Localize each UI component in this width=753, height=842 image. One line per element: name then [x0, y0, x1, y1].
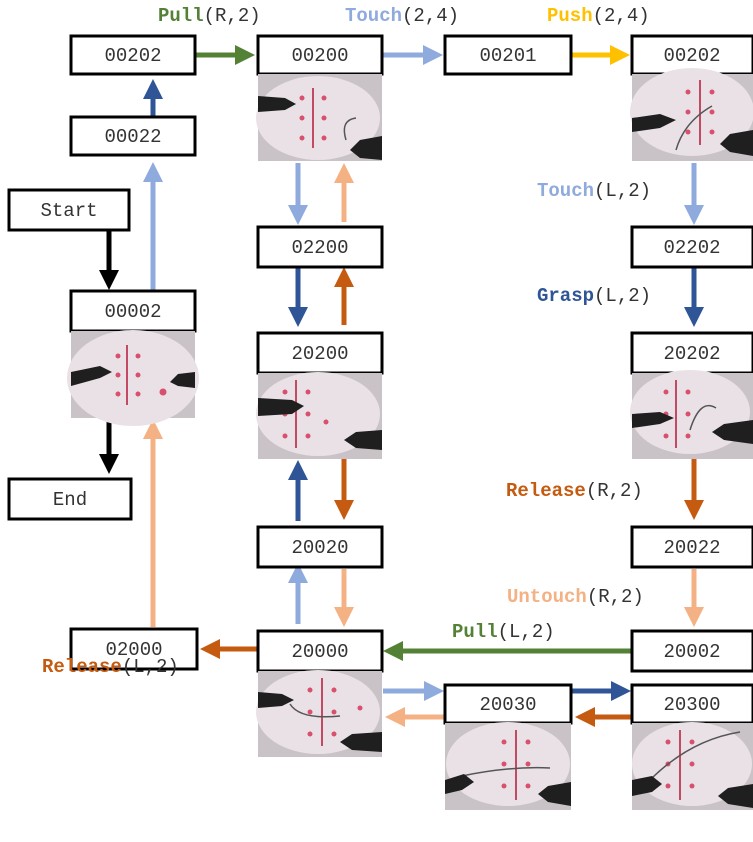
- state-02000-label: 02000: [105, 639, 162, 661]
- action-label-pull-l2: Pull(L,2): [452, 621, 555, 643]
- state-00022: 00022: [69, 115, 197, 157]
- state-02202-label: 02202: [663, 237, 720, 259]
- state-20200: 20200: [256, 331, 384, 375]
- state-00002: 00002: [69, 289, 197, 333]
- photo-20200: [256, 372, 382, 459]
- state-20000: 20000: [256, 629, 384, 673]
- state-00201-label: 00201: [479, 45, 536, 67]
- photo-00200: [256, 74, 382, 161]
- state-20202-label: 20202: [663, 343, 720, 365]
- action-label-untouch-r2: Untouch(R,2): [507, 586, 644, 608]
- state-20002-label: 20002: [663, 641, 720, 663]
- action-label-touch-24: Touch(2,4): [345, 5, 459, 27]
- action-label-release-l2: Release(L,2): [42, 656, 179, 678]
- state-00200: 00200: [256, 34, 384, 76]
- action-label-push-24: Push(2,4): [547, 5, 650, 27]
- state-20200-label: 20200: [291, 343, 348, 365]
- state-20030: 20030: [443, 683, 573, 725]
- state-02202: 02202: [630, 225, 753, 269]
- state-20022-label: 20022: [663, 537, 720, 559]
- state-start: Start: [7, 188, 131, 232]
- state-00002-label: 00002: [104, 301, 161, 323]
- photo-00002: [67, 330, 199, 426]
- action-label-release-r2: Release(R,2): [506, 480, 643, 502]
- state-20002: 20002: [630, 629, 753, 673]
- action-label-pull-r2: Pull(R,2): [158, 5, 261, 27]
- state-20202: 20202: [630, 331, 753, 375]
- state-20030-label: 20030: [479, 694, 536, 716]
- photo-20300: [632, 722, 753, 810]
- state-20020-label: 20020: [291, 537, 348, 559]
- state-20300-label: 20300: [663, 694, 720, 716]
- state-00201: 00201: [443, 34, 573, 76]
- photo-20202: [630, 370, 753, 459]
- state-20022: 20022: [630, 525, 753, 569]
- state-20020: 20020: [256, 525, 384, 569]
- state-20000-label: 20000: [291, 641, 348, 663]
- state-00200-label: 00200: [291, 45, 348, 67]
- state-20300: 20300: [630, 683, 753, 725]
- state-end-label: End: [53, 489, 87, 511]
- photo-20030: [445, 722, 571, 810]
- action-label-touch-l2: Touch(L,2): [537, 180, 651, 202]
- state-02200: 02200: [256, 225, 384, 269]
- state-end: End: [7, 477, 133, 521]
- state-00202-left-label: 00202: [104, 45, 161, 67]
- action-label-grasp-l2: Grasp(L,2): [537, 285, 651, 307]
- state-00202-right-label: 00202: [663, 45, 720, 67]
- photo-00202-right: [630, 68, 753, 161]
- state-00202-left: 00202: [69, 34, 197, 76]
- state-start-label: Start: [40, 200, 97, 222]
- state-02000: 02000: [69, 627, 199, 671]
- state-02200-label: 02200: [291, 237, 348, 259]
- photo-20000: [256, 670, 382, 757]
- state-00022-label: 00022: [104, 126, 161, 148]
